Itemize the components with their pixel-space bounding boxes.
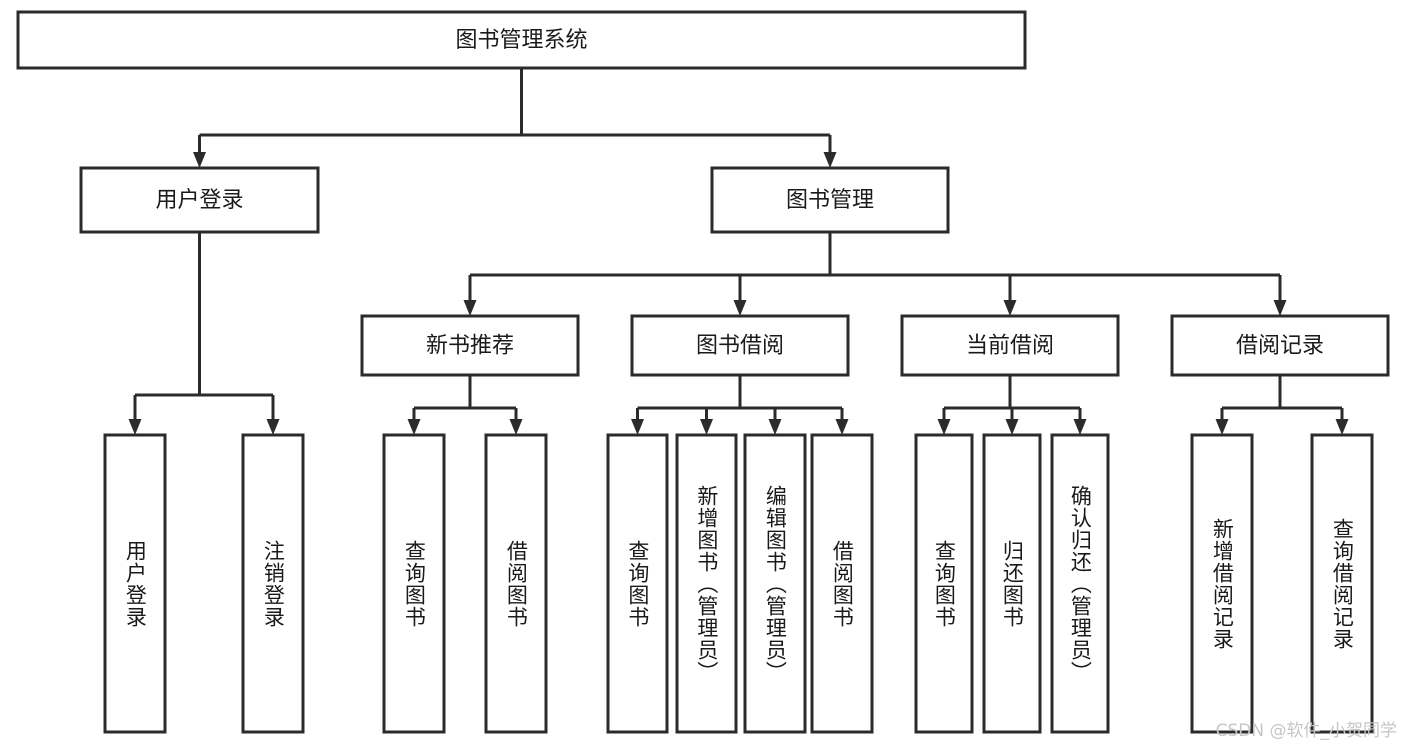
leaf-node[interactable] — [810, 433, 874, 734]
level2-node-0-label: 用户登录 — [155, 188, 243, 213]
level2-node-1-label: 图书管理 — [786, 188, 874, 213]
arrowhead-icon — [407, 419, 421, 435]
watermark-text: CSDN @软件_小贺同学 — [1215, 721, 1397, 741]
leaf-node[interactable] — [914, 433, 974, 734]
arrowhead-icon — [733, 300, 747, 316]
arrowhead-icon — [1005, 419, 1019, 435]
level3-node-1-label: 图书借阅 — [696, 334, 784, 359]
level3-node-2-label: 当前借阅 — [966, 334, 1054, 359]
leaf-node[interactable] — [1190, 433, 1254, 734]
leaf-node[interactable] — [743, 433, 807, 734]
root-node[interactable]: 图书管理系统 — [16, 10, 1027, 70]
level3-node-3[interactable]: 借阅记录 — [1170, 314, 1390, 377]
arrowhead-icon — [463, 300, 477, 316]
leaf-node[interactable] — [382, 433, 446, 734]
level3-node-0[interactable]: 新书推荐 — [360, 314, 580, 377]
arrowhead-icon — [823, 152, 837, 168]
level2-node-1[interactable]: 图书管理 — [710, 166, 950, 234]
arrowhead-icon — [631, 419, 644, 435]
leaf-node[interactable] — [241, 433, 305, 734]
arrowhead-icon — [937, 419, 951, 435]
arrowhead-icon — [193, 152, 206, 168]
arrowhead-icon — [266, 419, 280, 435]
level3-node-1[interactable]: 图书借阅 — [630, 314, 850, 377]
leaf-node[interactable] — [484, 433, 548, 734]
connector-layer — [128, 68, 1349, 435]
level3-node-0-label: 新书推荐 — [426, 334, 514, 359]
arrowhead-icon — [509, 419, 523, 435]
arrowhead-icon — [1073, 419, 1087, 435]
level3-node-3-label: 借阅记录 — [1236, 334, 1324, 359]
root-node-label: 图书管理系统 — [455, 28, 587, 53]
arrowhead-icon — [768, 419, 782, 435]
arrowhead-icon — [1215, 419, 1229, 435]
leaf-node[interactable] — [675, 433, 738, 734]
arrowhead-icon — [835, 419, 849, 435]
level2-node-0[interactable]: 用户登录 — [79, 166, 320, 234]
arrowhead-icon — [700, 419, 713, 435]
leaf-node[interactable] — [1310, 433, 1374, 734]
arrowhead-icon — [1335, 419, 1349, 435]
level3-node-2[interactable]: 当前借阅 — [900, 314, 1120, 377]
arrowhead-icon — [1273, 300, 1287, 316]
leaf-node[interactable] — [1050, 433, 1110, 734]
leaf-node[interactable] — [103, 433, 167, 734]
leaf-node[interactable] — [606, 433, 669, 734]
arrowhead-icon — [128, 419, 142, 435]
arrowhead-icon — [1003, 300, 1017, 316]
leaf-node[interactable] — [982, 433, 1042, 734]
